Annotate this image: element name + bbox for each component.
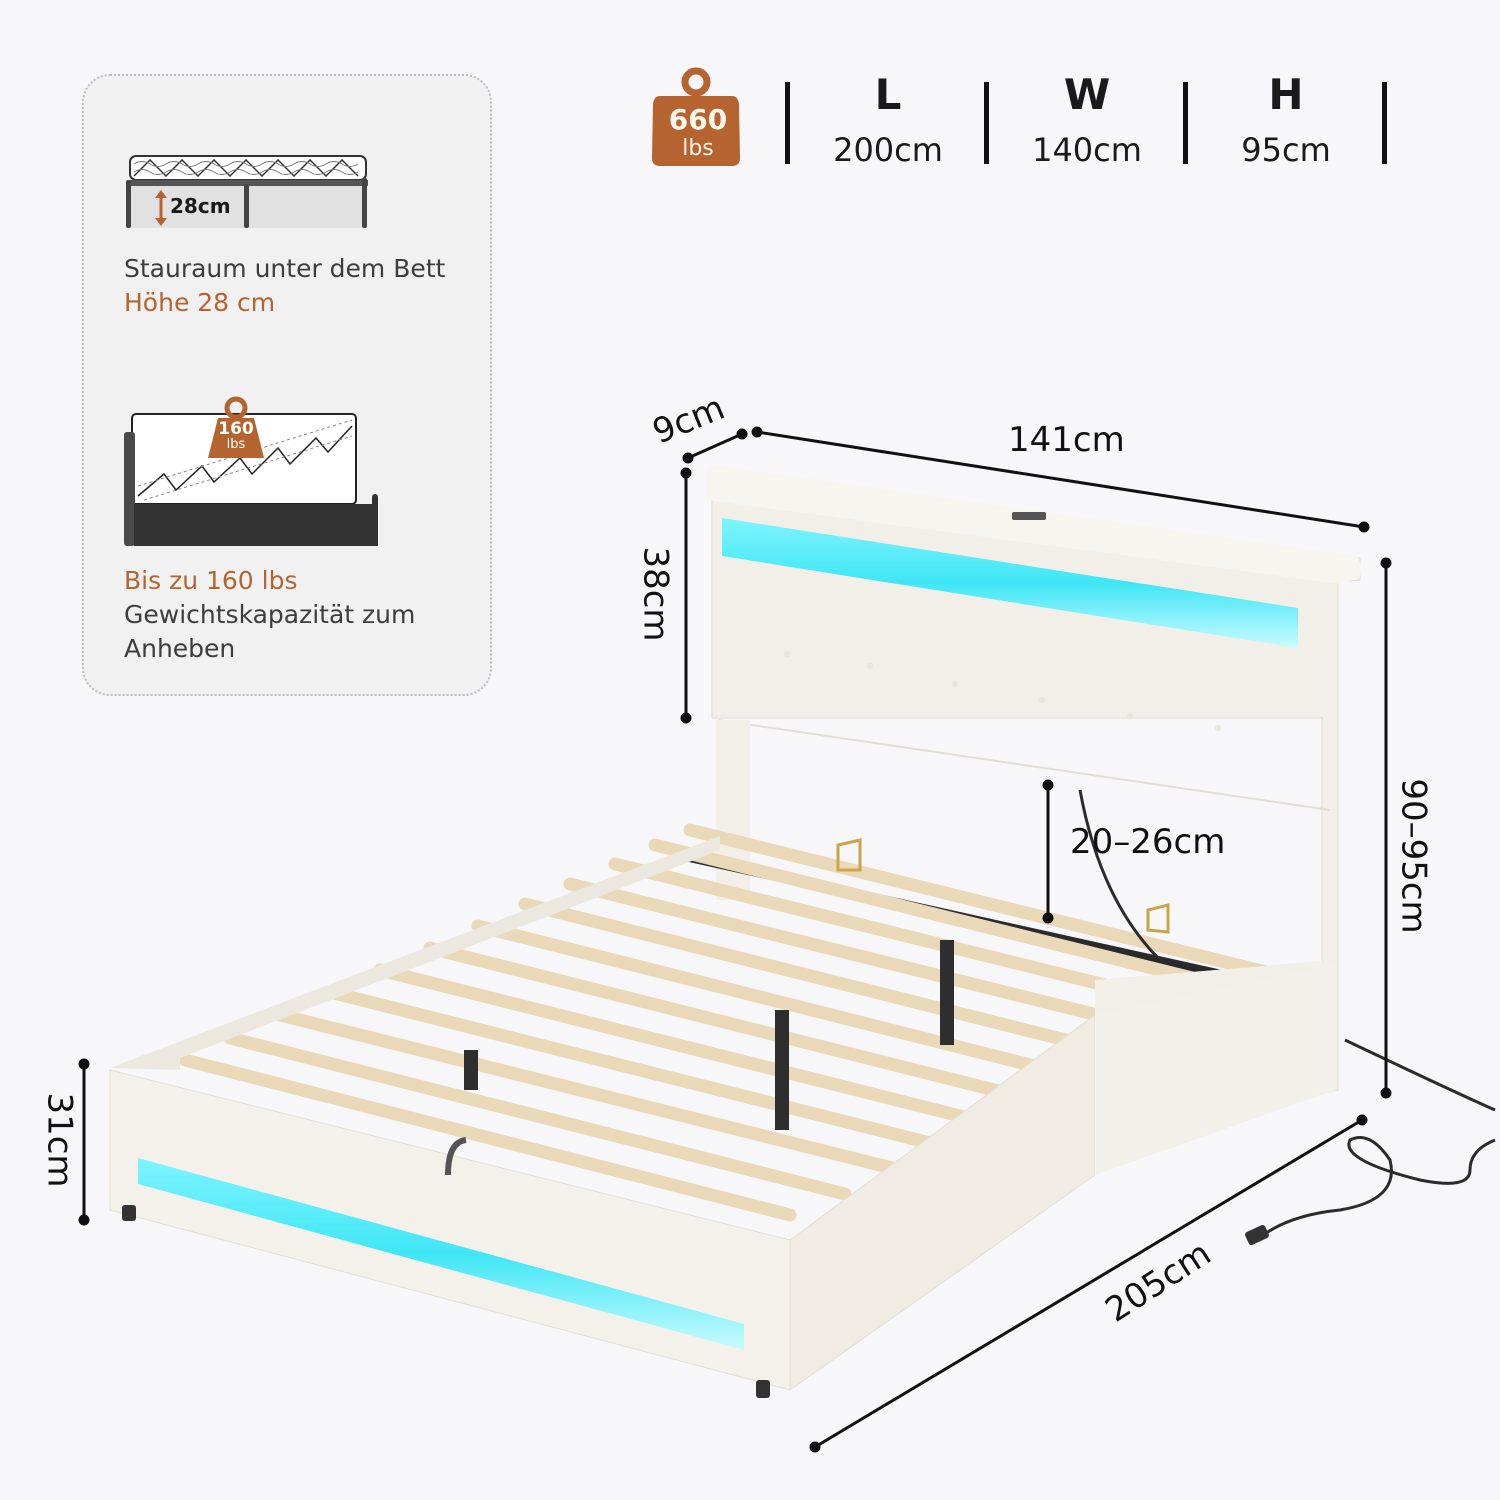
lift-handle-icon <box>445 1137 467 1176</box>
divider <box>1382 82 1387 164</box>
power-cable <box>1078 789 1496 1238</box>
feature-2-title: Bis zu 160 lbs <box>124 566 298 595</box>
lift-weight-unit: lbs <box>226 437 246 452</box>
spec-height: H 95cm <box>1191 70 1381 180</box>
spec-width: W 140cm <box>992 70 1182 180</box>
headboard-led-strip <box>722 518 1298 648</box>
dim-headboard-gap: 20–26cm <box>1070 822 1226 862</box>
spec-height-key: H <box>1268 70 1304 119</box>
spec-length: L 200cm <box>793 70 983 180</box>
usb-port-icon <box>1012 512 1046 520</box>
spec-height-value: 95cm <box>1241 131 1331 169</box>
spec-width-key: W <box>1063 70 1111 119</box>
storage-height-label: 28cm <box>170 194 231 218</box>
lift-weight-icon <box>124 396 378 546</box>
dim-headboard-width: 141cm <box>1008 420 1125 460</box>
dim-total-height: 90–95cm <box>1393 778 1434 934</box>
feature-2-line2: Gewichtskapazität zum <box>124 600 416 629</box>
spec-length-value: 200cm <box>833 131 943 169</box>
dim-frame-height: 31cm <box>39 1092 80 1188</box>
feature-1-title: Stauraum unter dem Bett <box>124 254 446 283</box>
storage-height-icon <box>126 155 368 228</box>
weight-capacity-unit: lbs <box>682 136 714 161</box>
divider <box>1183 82 1188 164</box>
footboard-led-strip <box>138 1158 744 1350</box>
power-plug-icon <box>1245 1224 1269 1246</box>
spec-length-key: L <box>874 70 902 119</box>
weight-capacity-icon <box>652 67 740 166</box>
feature-2-line3: Anheben <box>124 634 236 663</box>
lift-weight-value: 160 <box>218 419 254 439</box>
feature-1-subtitle: Höhe 28 cm <box>124 288 276 317</box>
feature-card: 28cm Stauraum unter dem Bett Höhe 28 cm … <box>82 74 492 696</box>
weight-capacity-value: 660 <box>668 103 728 136</box>
divider <box>984 82 989 164</box>
spec-width-value: 140cm <box>1032 131 1142 169</box>
dim-headboard-height: 38cm <box>635 546 676 642</box>
divider <box>785 82 790 164</box>
